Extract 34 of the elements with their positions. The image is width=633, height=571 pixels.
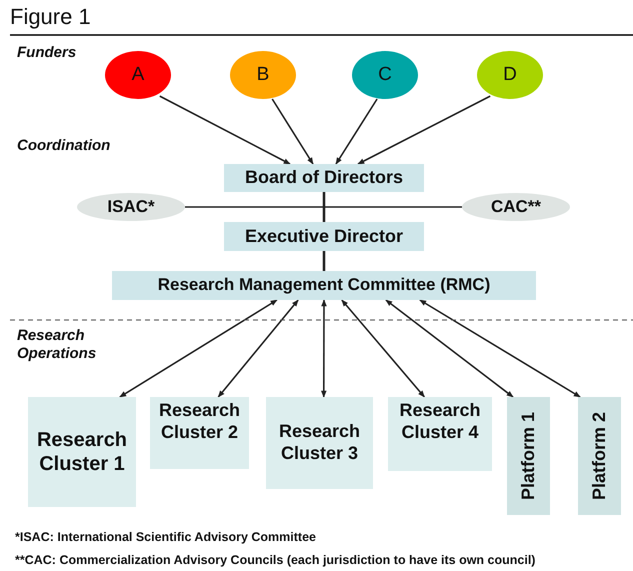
ellipse-node: CAC** [462,193,570,221]
ellipse-node: B [230,51,296,99]
process-box: Research Cluster 3 [266,397,373,489]
arrow [321,299,327,398]
arrow [335,98,378,165]
ellipse-node: A [105,51,171,99]
section-label: Research Operations [17,327,98,363]
figure-title: Figure 1 [10,4,91,30]
process-box: Research Management Committee (RMC) [112,271,536,300]
platform-box: Platform 1 [507,397,550,515]
arrow [419,299,581,398]
platform-box: Platform 2 [578,397,621,515]
arrow [272,98,314,165]
section-label: Coordination [17,137,110,155]
ellipse-node: C [352,51,418,99]
arrow [119,299,278,398]
footnote: **CAC: Commercialization Advisory Councils (each jurisdiction to have its own council) [15,553,536,568]
arrow [159,95,291,165]
arrow [218,299,299,398]
process-box: Research Cluster 1 [28,397,136,507]
arrow [385,299,514,398]
arrow [341,299,425,398]
connector-line [185,206,462,208]
arrow [357,95,491,165]
ellipse-node: D [477,51,543,99]
process-box: Executive Director [224,222,424,251]
connector-line [322,251,326,271]
process-box: Research Cluster 4 [388,397,492,471]
process-box: Research Cluster 2 [150,397,249,469]
ellipse-node: ISAC* [77,193,185,221]
connector-line [322,192,326,222]
footnote: *ISAC: International Scientific Advisory Committee [15,530,316,545]
section-label: Funders [17,44,76,62]
process-box: Board of Directors [224,164,424,192]
